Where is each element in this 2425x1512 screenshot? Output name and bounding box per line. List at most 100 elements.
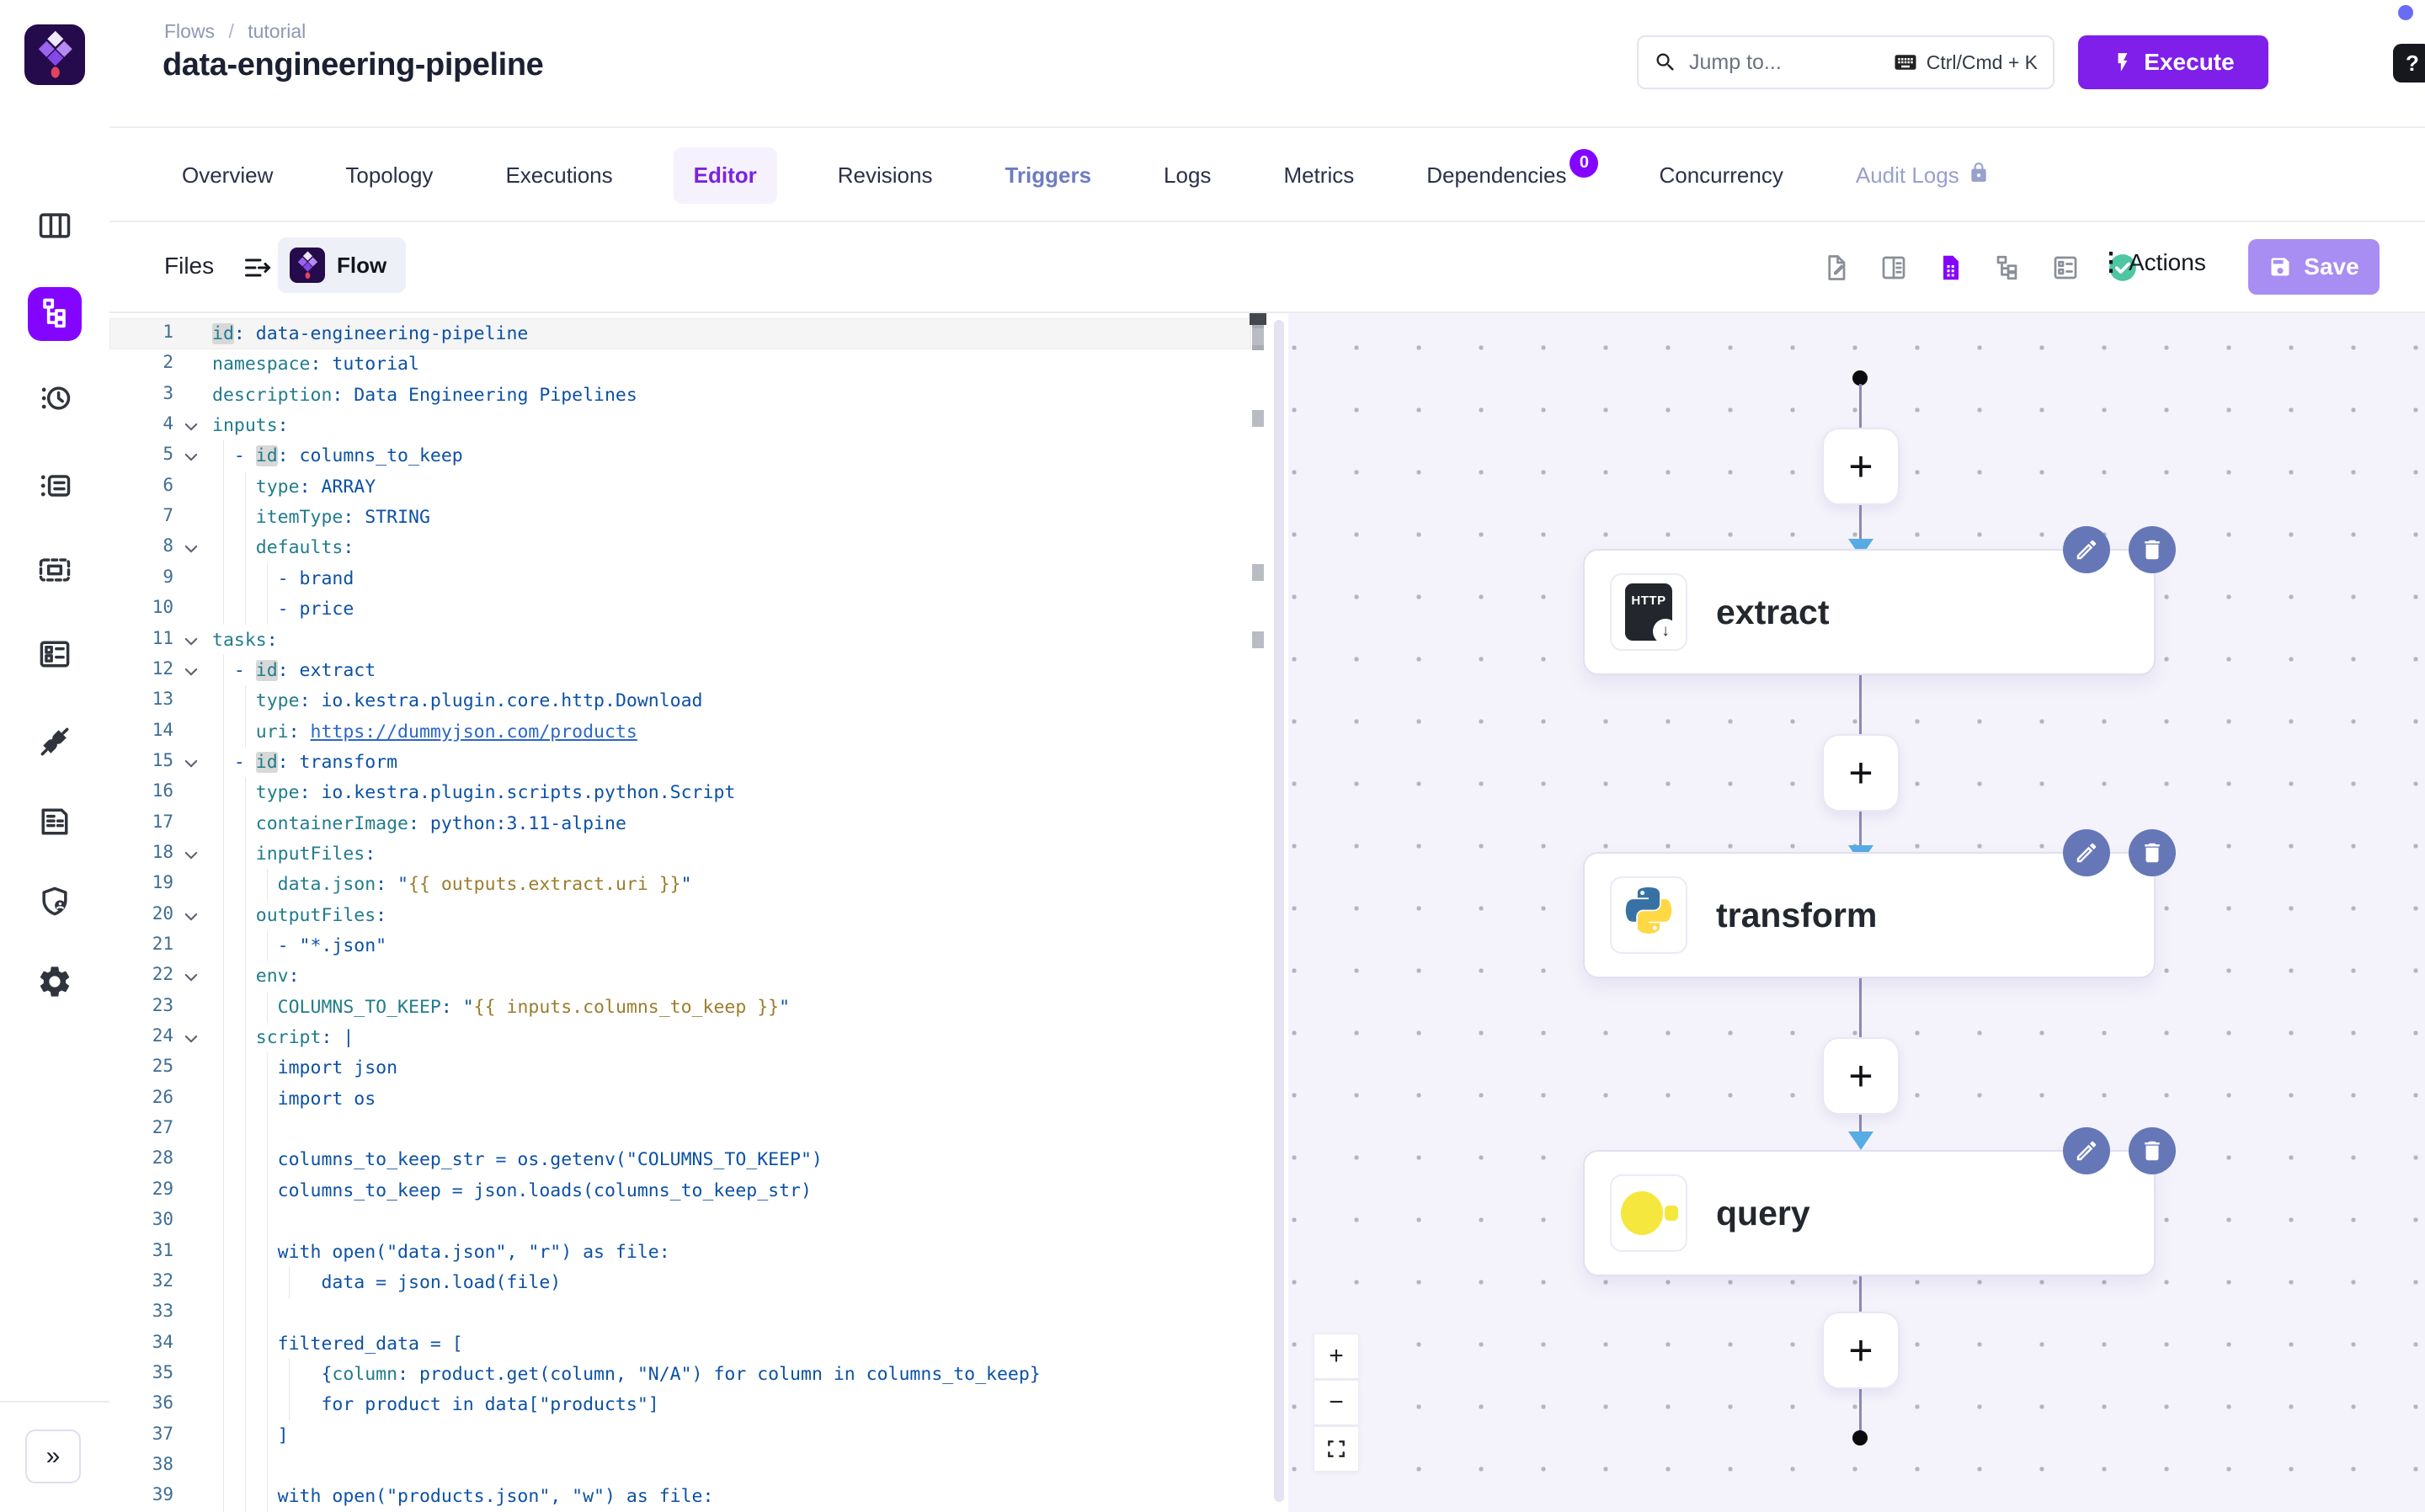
code-line[interactable]: 22 env:	[109, 961, 1251, 993]
fold-chevron-icon[interactable]	[182, 1030, 200, 1048]
code-line[interactable]: 37 ]	[109, 1419, 1251, 1451]
sidebar-item-dashboard[interactable]	[28, 199, 82, 253]
zoom-plus-button[interactable]: +	[1314, 1334, 1359, 1379]
task-node-extract[interactable]: HTTP↓extract	[1583, 549, 2156, 675]
code-line[interactable]: 6 type: ARRAY	[109, 471, 1251, 503]
code-line[interactable]: 26 import os	[109, 1083, 1251, 1115]
add-task-button[interactable]: +	[1822, 428, 1900, 505]
code-line[interactable]: 24 script: |	[109, 1022, 1251, 1054]
open-file-tab-flow[interactable]: Flow	[278, 237, 406, 293]
code-line[interactable]: 35 {column: product.get(column, "N/A") f…	[109, 1358, 1251, 1390]
execute-button[interactable]: Execute	[2078, 35, 2268, 89]
edit-task-button[interactable]	[2063, 1127, 2110, 1174]
code-line[interactable]: 19 data.json: "{{ outputs.extract.uri }}…	[109, 869, 1251, 901]
tab-editor[interactable]: Editor	[673, 146, 777, 204]
breadcrumb-namespace[interactable]: tutorial	[248, 20, 306, 42]
fold-chevron-icon[interactable]	[182, 908, 200, 926]
code-file-icon[interactable]	[1935, 252, 1967, 284]
fold-chevron-icon[interactable]	[182, 448, 200, 466]
code-line[interactable]: 25 import json	[109, 1052, 1251, 1084]
zoom-fit-button[interactable]	[1314, 1426, 1359, 1472]
fold-chevron-icon[interactable]	[182, 846, 200, 865]
sidebar-item-iam[interactable]	[28, 875, 82, 929]
sidebar-item-docs[interactable]	[28, 795, 82, 849]
tab-executions[interactable]: Executions	[493, 147, 624, 204]
panel-resize-handle[interactable]	[1274, 320, 1284, 1502]
code-line[interactable]: 5 - id: columns_to_keep	[109, 440, 1251, 472]
valid-check-icon[interactable]	[2107, 252, 2139, 284]
code-line[interactable]: 33	[109, 1297, 1251, 1329]
task-node-query[interactable]: query	[1583, 1150, 2156, 1276]
sidebar-item-executions[interactable]	[28, 371, 82, 425]
code-line[interactable]: 27	[109, 1114, 1251, 1146]
task-node-transform[interactable]: transform	[1583, 852, 2156, 978]
code-line[interactable]: 12 - id: extract	[109, 654, 1251, 686]
delete-task-button[interactable]	[2129, 1127, 2176, 1174]
files-panel-toggle-icon[interactable]	[242, 253, 273, 283]
tab-metrics[interactable]: Metrics	[1271, 147, 1366, 204]
fold-chevron-icon[interactable]	[182, 663, 200, 681]
code-line[interactable]: 9 - brand	[109, 562, 1251, 594]
tab-triggers[interactable]: Triggers	[993, 147, 1103, 204]
sidebar-collapse-button[interactable]: »	[25, 1429, 81, 1483]
sidebar-item-settings[interactable]	[28, 955, 82, 1009]
code-line[interactable]: 13 type: io.kestra.plugin.core.http.Down…	[109, 685, 1251, 717]
code-line[interactable]: 34 filtered_data = [	[109, 1328, 1251, 1360]
tree-view-icon[interactable]	[1992, 252, 2024, 284]
code-line[interactable]: 36 for product in data["products"]	[109, 1389, 1251, 1421]
sidebar-item-plugins[interactable]	[28, 715, 82, 769]
tab-audit-logs[interactable]: Audit Logs	[1844, 146, 2001, 205]
split-view-icon[interactable]	[1878, 252, 1910, 284]
file-edit-icon[interactable]	[1820, 252, 1852, 284]
delete-task-button[interactable]	[2129, 829, 2176, 876]
jump-to-search[interactable]: Jump to... Ctrl/Cmd + K	[1637, 35, 2055, 89]
code-line[interactable]: 8 defaults:	[109, 532, 1251, 564]
code-line[interactable]: 10 - price	[109, 594, 1251, 626]
tab-revisions[interactable]: Revisions	[826, 147, 945, 204]
code-line[interactable]: 21 - "*.json"	[109, 930, 1251, 961]
help-button[interactable]: ?	[2393, 44, 2425, 83]
sidebar-item-flows[interactable]	[28, 287, 82, 341]
code-line[interactable]: 28 columns_to_keep_str = os.getenv("COLU…	[109, 1144, 1251, 1176]
code-line[interactable]: 16 type: io.kestra.plugin.scripts.python…	[109, 777, 1251, 809]
scrollbar-indicator[interactable]	[1250, 313, 1266, 325]
breadcrumb[interactable]: Flows / tutorial	[164, 20, 306, 43]
kestra-logo-icon[interactable]	[24, 24, 85, 85]
code-line[interactable]: 39 with open("products.json", "w") as fi…	[109, 1481, 1251, 1512]
code-link[interactable]: https://dummyjson.com/products	[310, 721, 637, 743]
add-task-button[interactable]: +	[1822, 734, 1900, 812]
sidebar-item-logs[interactable]	[28, 459, 82, 513]
code-line[interactable]: 17 containerImage: python:3.11-alpine	[109, 807, 1251, 839]
editor-overview-ruler[interactable]	[1250, 313, 1266, 1512]
code-line[interactable]: 18 inputFiles:	[109, 838, 1251, 870]
fold-chevron-icon[interactable]	[182, 418, 200, 436]
add-task-button[interactable]: +	[1822, 1037, 1900, 1115]
fold-chevron-icon[interactable]	[182, 754, 200, 773]
code-line[interactable]: 7 itemType: STRING	[109, 502, 1251, 534]
code-line[interactable]: 31 with open("data.json", "r") as file:	[109, 1236, 1251, 1268]
code-line[interactable]: 15 - id: transform	[109, 746, 1251, 778]
fold-chevron-icon[interactable]	[182, 632, 200, 651]
sidebar-item-namespaces[interactable]	[28, 543, 82, 597]
tab-concurrency[interactable]: Concurrency	[1647, 147, 1794, 204]
code-line[interactable]: 14 uri: https://dummyjson.com/products	[109, 716, 1251, 748]
code-line[interactable]: 38	[109, 1450, 1251, 1482]
files-panel-label[interactable]: Files	[164, 253, 215, 279]
fold-chevron-icon[interactable]	[182, 968, 200, 987]
edit-task-button[interactable]	[2063, 526, 2110, 573]
fold-chevron-icon[interactable]	[182, 540, 200, 558]
actions-menu-button[interactable]: ⋮ Actions	[2098, 248, 2206, 276]
breadcrumb-flows[interactable]: Flows	[164, 20, 216, 42]
edit-task-button[interactable]	[2063, 829, 2110, 876]
code-line[interactable]: 30	[109, 1206, 1251, 1238]
add-task-button[interactable]: +	[1822, 1312, 1900, 1389]
code-line[interactable]: 32 data = json.load(file)	[109, 1266, 1251, 1298]
